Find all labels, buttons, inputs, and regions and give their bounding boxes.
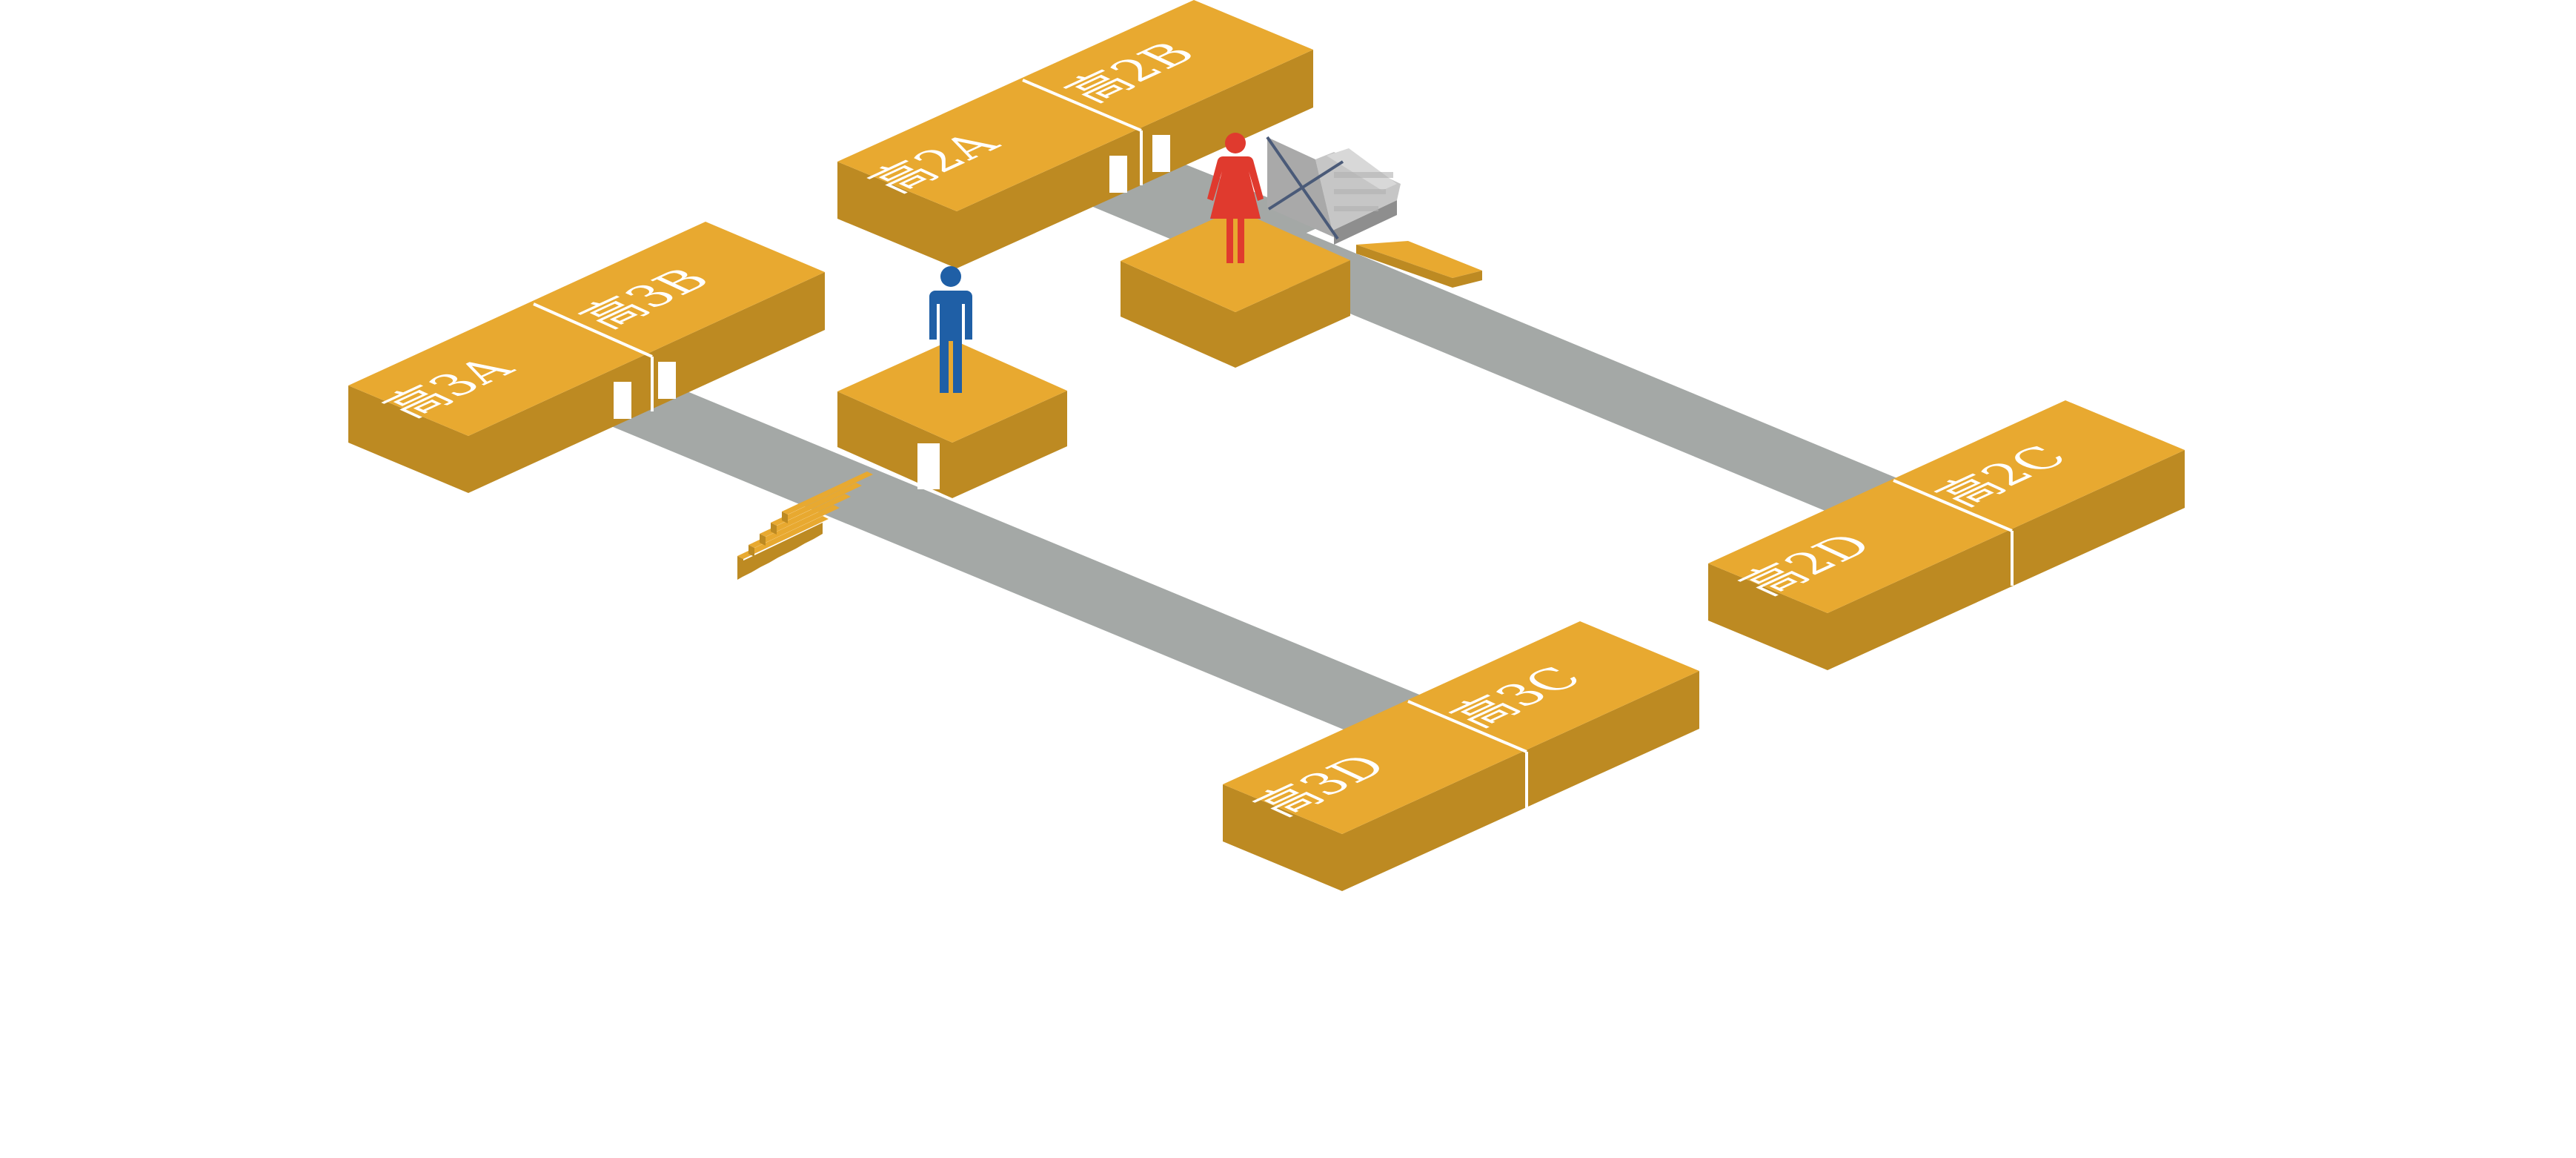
male-person-icon — [929, 266, 972, 393]
building-block-3a-3b: 高3A 高3B — [348, 222, 825, 493]
stairs-left — [737, 472, 873, 580]
door — [658, 362, 676, 399]
blocked-stairs-icon — [1266, 136, 1401, 245]
stairs-top-right — [1356, 241, 1482, 288]
building-block-2a-2b: 高2A 高2B — [837, 0, 1313, 268]
block-divider — [533, 302, 653, 358]
building-block-3d-3c: 高3D 高3C — [1223, 621, 1699, 891]
block-divider — [1407, 700, 1527, 753]
door — [917, 443, 940, 489]
cross-mark — [1266, 136, 1344, 240]
small-platform-male — [837, 340, 1067, 498]
building-block-2d-2c: 高2D 高2C — [1708, 400, 2185, 670]
block-divider — [1022, 79, 1142, 132]
block-divider — [1893, 479, 2013, 532]
door — [1152, 135, 1170, 172]
walkway-left-diagonal — [611, 391, 1427, 733]
door — [1109, 156, 1127, 193]
female-person-icon — [1207, 133, 1264, 263]
small-platform-female — [1121, 209, 1350, 368]
door — [614, 382, 631, 419]
